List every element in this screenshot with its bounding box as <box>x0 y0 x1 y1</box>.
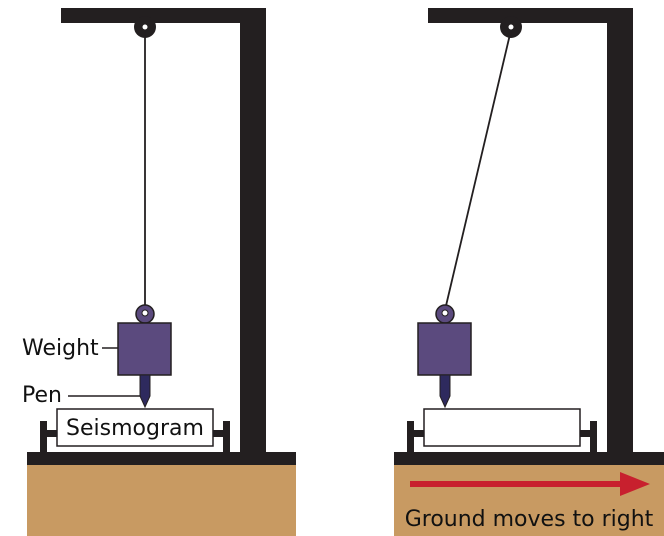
pen-left <box>139 374 151 409</box>
seismogram-paper-left <box>56 408 214 447</box>
pen-right <box>439 374 451 409</box>
seismograph-ground-moved: Ground moves to right <box>394 8 664 536</box>
seismogram-paper-right <box>423 408 581 447</box>
drum-axle-right-b <box>578 430 597 437</box>
drum-axle-left-b <box>211 430 230 437</box>
seismograph-at-rest: Seismogram Weight Pen <box>22 8 296 536</box>
hanger-hole-right <box>441 309 449 317</box>
weight-right <box>417 322 472 376</box>
pivot-hole-left <box>142 24 148 30</box>
frame-post-left <box>240 8 266 454</box>
drum-axle-right-a <box>407 430 426 437</box>
ground-motion-arrow-head <box>620 472 650 496</box>
string-right <box>444 29 512 311</box>
frame-post-right <box>607 8 633 454</box>
frame-beam-right <box>428 8 633 23</box>
weight-left <box>117 322 172 376</box>
seismogram-label: Seismogram <box>66 416 204 441</box>
ground-motion-label: Ground moves to right <box>405 507 654 532</box>
frame-beam-left <box>61 8 266 23</box>
pivot-hole-right <box>508 24 514 30</box>
base-plate-right <box>394 452 664 465</box>
base-plate-left <box>27 452 296 465</box>
ground-block-right <box>394 464 664 536</box>
drum-axle-left-a <box>40 430 59 437</box>
weight-label: Weight <box>22 336 99 361</box>
pen-label: Pen <box>22 383 62 408</box>
hanger-hole-left <box>141 309 149 317</box>
ground-block-left <box>27 464 296 536</box>
